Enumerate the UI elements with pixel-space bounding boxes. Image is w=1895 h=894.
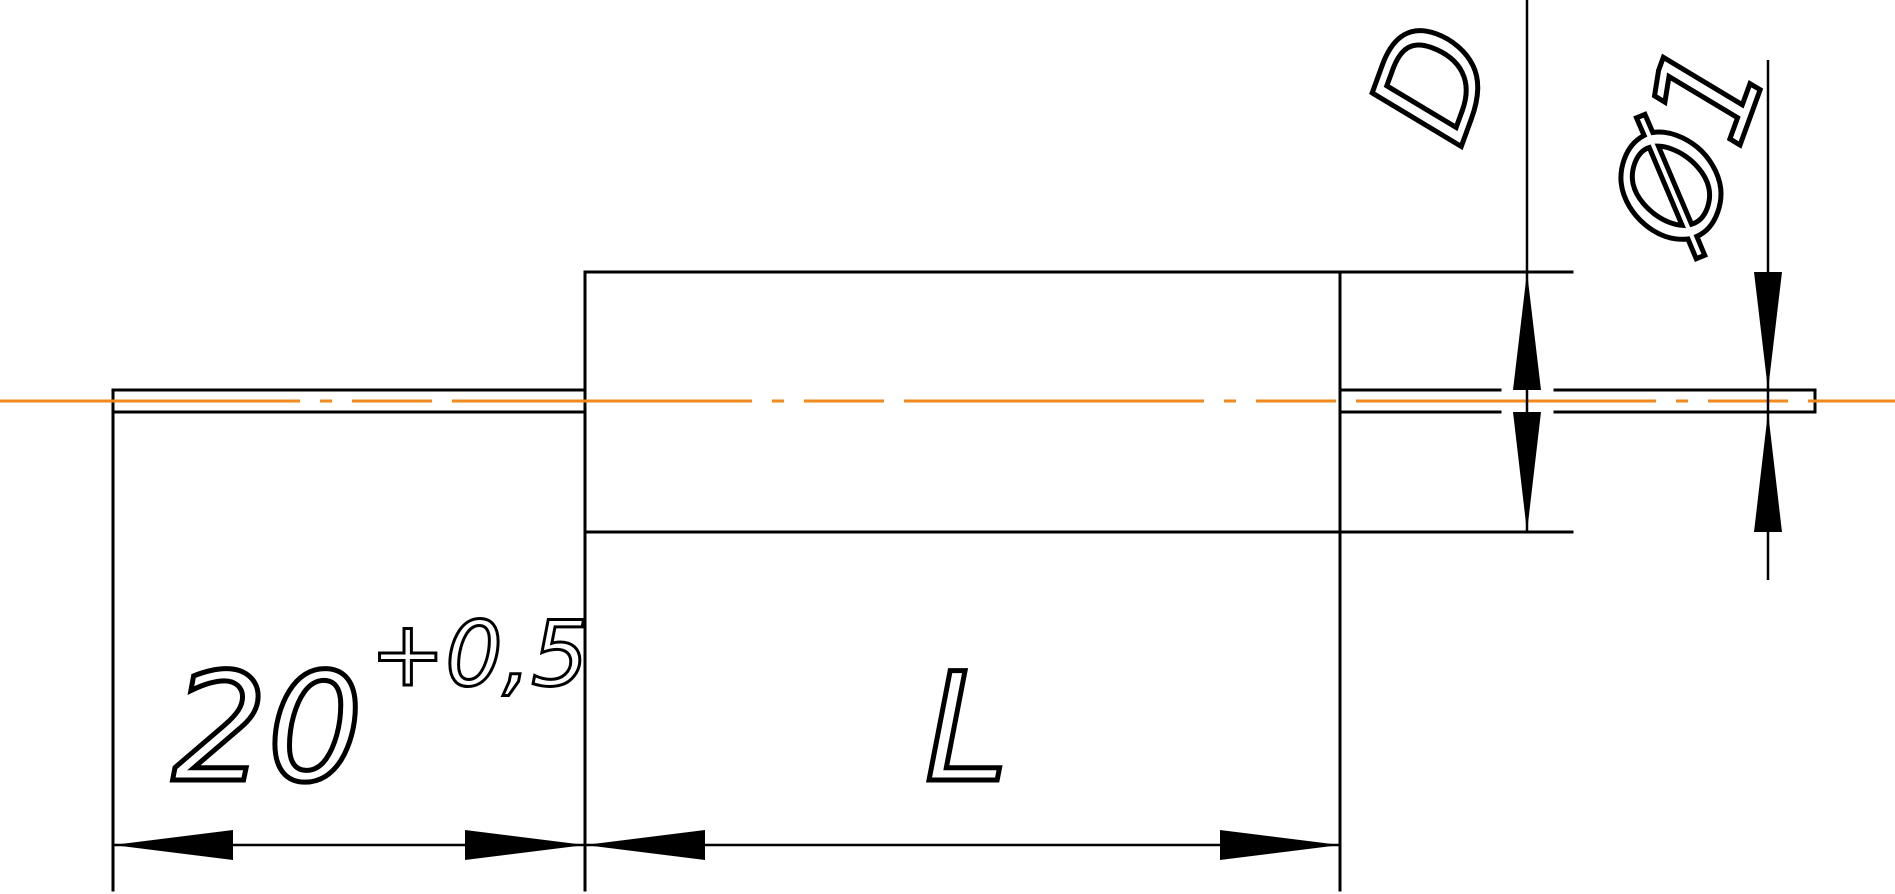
- central-body: [583, 270, 1574, 892]
- dimension-tolerance: +0,5: [370, 602, 589, 707]
- arrowhead-top: [1513, 272, 1541, 390]
- dimension-left-length: 20 +0,5: [113, 601, 590, 860]
- dimension-pin-diameter: Ø1: [1575, 21, 1803, 580]
- arrowhead-right: [465, 830, 585, 860]
- arrowhead-top: [1754, 272, 1782, 390]
- arrowhead-right: [1220, 830, 1340, 860]
- dimension-outer-diameter: D: [1336, 0, 1541, 532]
- arrowhead-bottom: [1754, 412, 1782, 532]
- arrowhead-bottom: [1513, 412, 1541, 532]
- right-rod: [1338, 388, 1817, 414]
- dimension-value-l: L: [925, 642, 1009, 816]
- dimension-value-d: D: [1339, 5, 1529, 162]
- left-rod: [111, 388, 587, 892]
- dimension-value-20: 20: [172, 642, 363, 816]
- dimension-value-phi1: Ø1: [1577, 24, 1800, 272]
- arrowhead-left: [585, 830, 705, 860]
- arrowhead-left: [113, 830, 233, 860]
- dimension-middle-length: L: [585, 640, 1340, 860]
